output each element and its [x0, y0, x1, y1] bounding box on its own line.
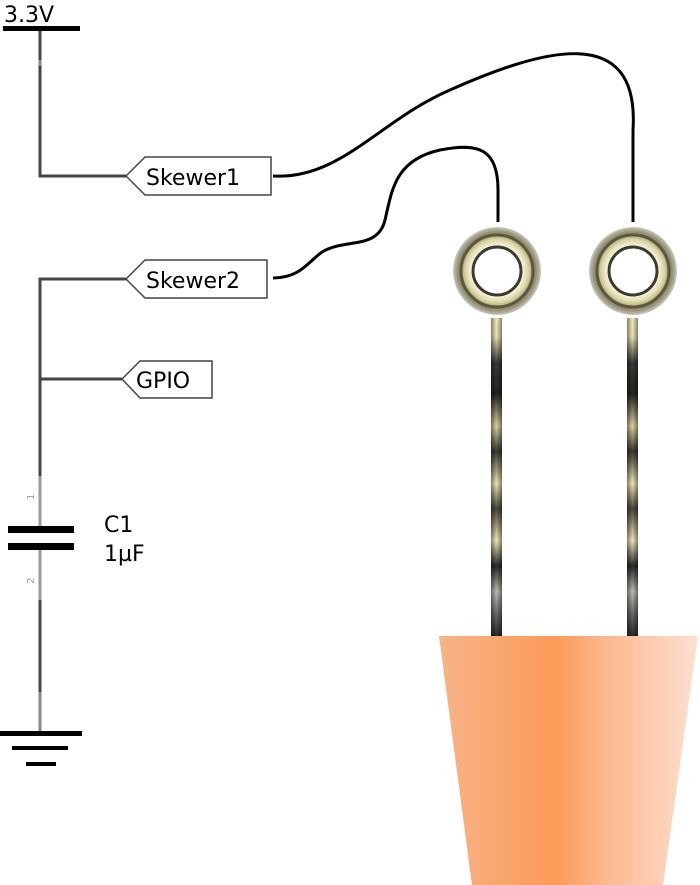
net-label-skewer2-text: Skewer2 [146, 269, 240, 294]
power-label: 3.3V [4, 3, 54, 28]
capacitor-name: C1 [104, 513, 133, 538]
probe-right-ring-hole [607, 245, 659, 297]
probe-left-ring-hole [471, 245, 523, 297]
net-label-gpio: GPIO [120, 360, 213, 399]
ground-symbol [0, 731, 82, 766]
capacitor-plate-bottom [8, 543, 74, 550]
wire-skewer2-to-left-probe [272, 145, 500, 280]
net-label-gpio-text: GPIO [136, 369, 190, 394]
wire-skewer2-to-capacitor [38, 277, 126, 476]
capacitor-c1: 1 2 C1 1µF [8, 476, 145, 600]
capacitor-plate-top [8, 526, 74, 533]
wire-3v3-to-skewer1 [38, 31, 126, 178]
capacitor-pin2-label: 2 [26, 578, 37, 584]
capacitor-pin1-label: 1 [26, 494, 37, 500]
flower-pot [439, 636, 698, 885]
net-label-skewer2: Skewer2 [124, 259, 268, 299]
power-rail-bar [3, 26, 80, 31]
probe-right [589, 227, 677, 636]
probe-left [453, 227, 541, 636]
net-label-skewer1-text: Skewer1 [146, 166, 240, 191]
capacitor-value: 1µF [104, 542, 145, 567]
wire-skewer1-to-right-probe [272, 52, 635, 222]
net-label-skewer1: Skewer1 [124, 156, 272, 196]
